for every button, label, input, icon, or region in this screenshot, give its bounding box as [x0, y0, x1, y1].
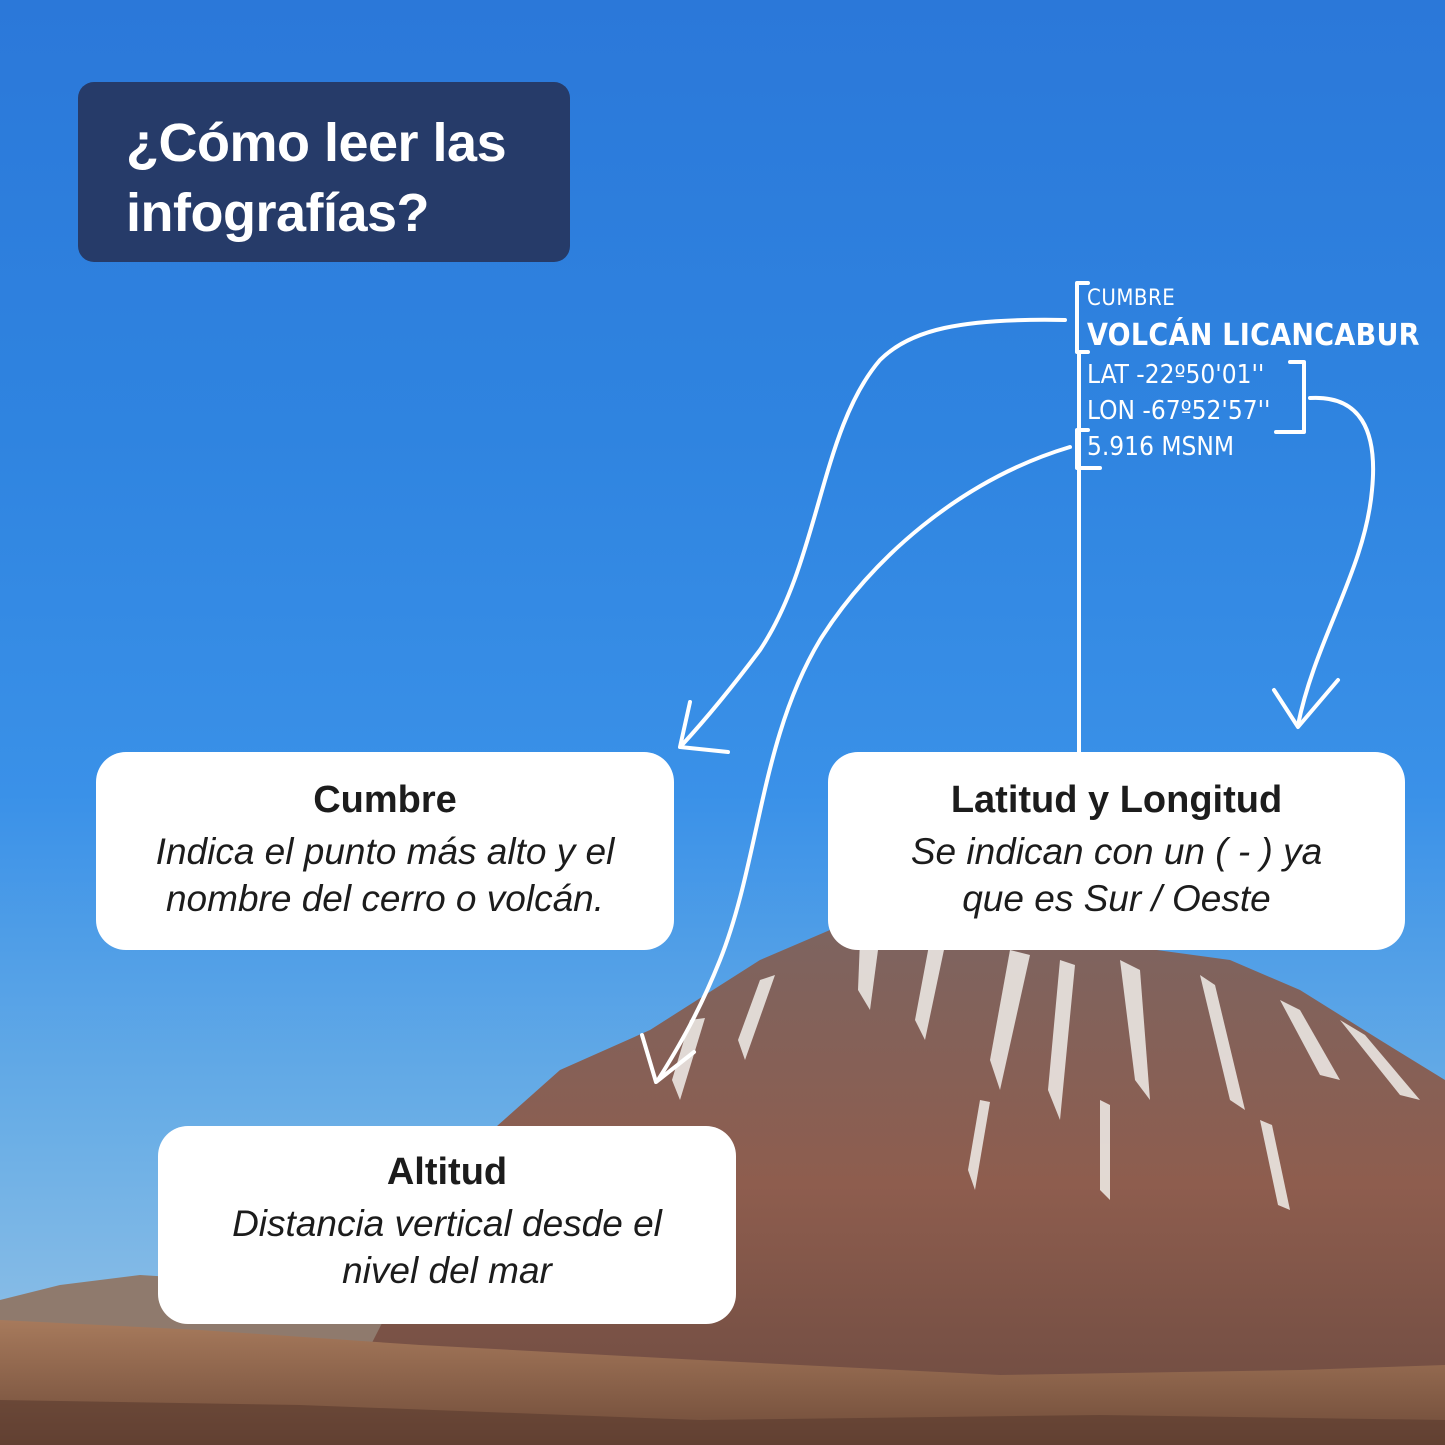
card-altitud-body-1: Distancia vertical desde el	[232, 1203, 662, 1244]
card-altitud-title: Altitud	[386, 1151, 508, 1193]
card-latlon: Latitud y Longitud Se indican con un ( -…	[828, 752, 1405, 950]
info-lon: LON -67º52'57''	[1087, 396, 1271, 426]
card-cumbre-body-2: nombre del cerro o volcán.	[165, 878, 605, 919]
card-altitud-body-2: nivel del mar	[342, 1250, 552, 1291]
info-label: CUMBRE	[1087, 286, 1176, 311]
title-line-2: infografías?	[126, 183, 430, 243]
info-lat: LAT -22º50'01''	[1087, 360, 1265, 390]
card-cumbre: Cumbre Indica el punto más alto y el nom…	[96, 752, 674, 950]
card-latlon-title: Latitud y Longitud	[950, 779, 1283, 821]
card-cumbre-title: Cumbre	[313, 779, 457, 821]
info-name: VOLCÁN LICANCABUR	[1087, 318, 1420, 353]
card-cumbre-body-1: Indica el punto más alto y el	[155, 831, 615, 872]
card-latlon-body-2: que es Sur / Oeste	[962, 878, 1271, 919]
title-box: ¿Cómo leer las infografías?	[78, 82, 570, 262]
info-alt: 5.916 MSNM	[1087, 432, 1235, 462]
card-altitud: Altitud Distancia vertical desde el nive…	[158, 1126, 736, 1324]
card-latlon-body-1: Se indican con un ( - ) ya	[910, 831, 1323, 872]
title-line-1: ¿Cómo leer las	[126, 113, 507, 173]
